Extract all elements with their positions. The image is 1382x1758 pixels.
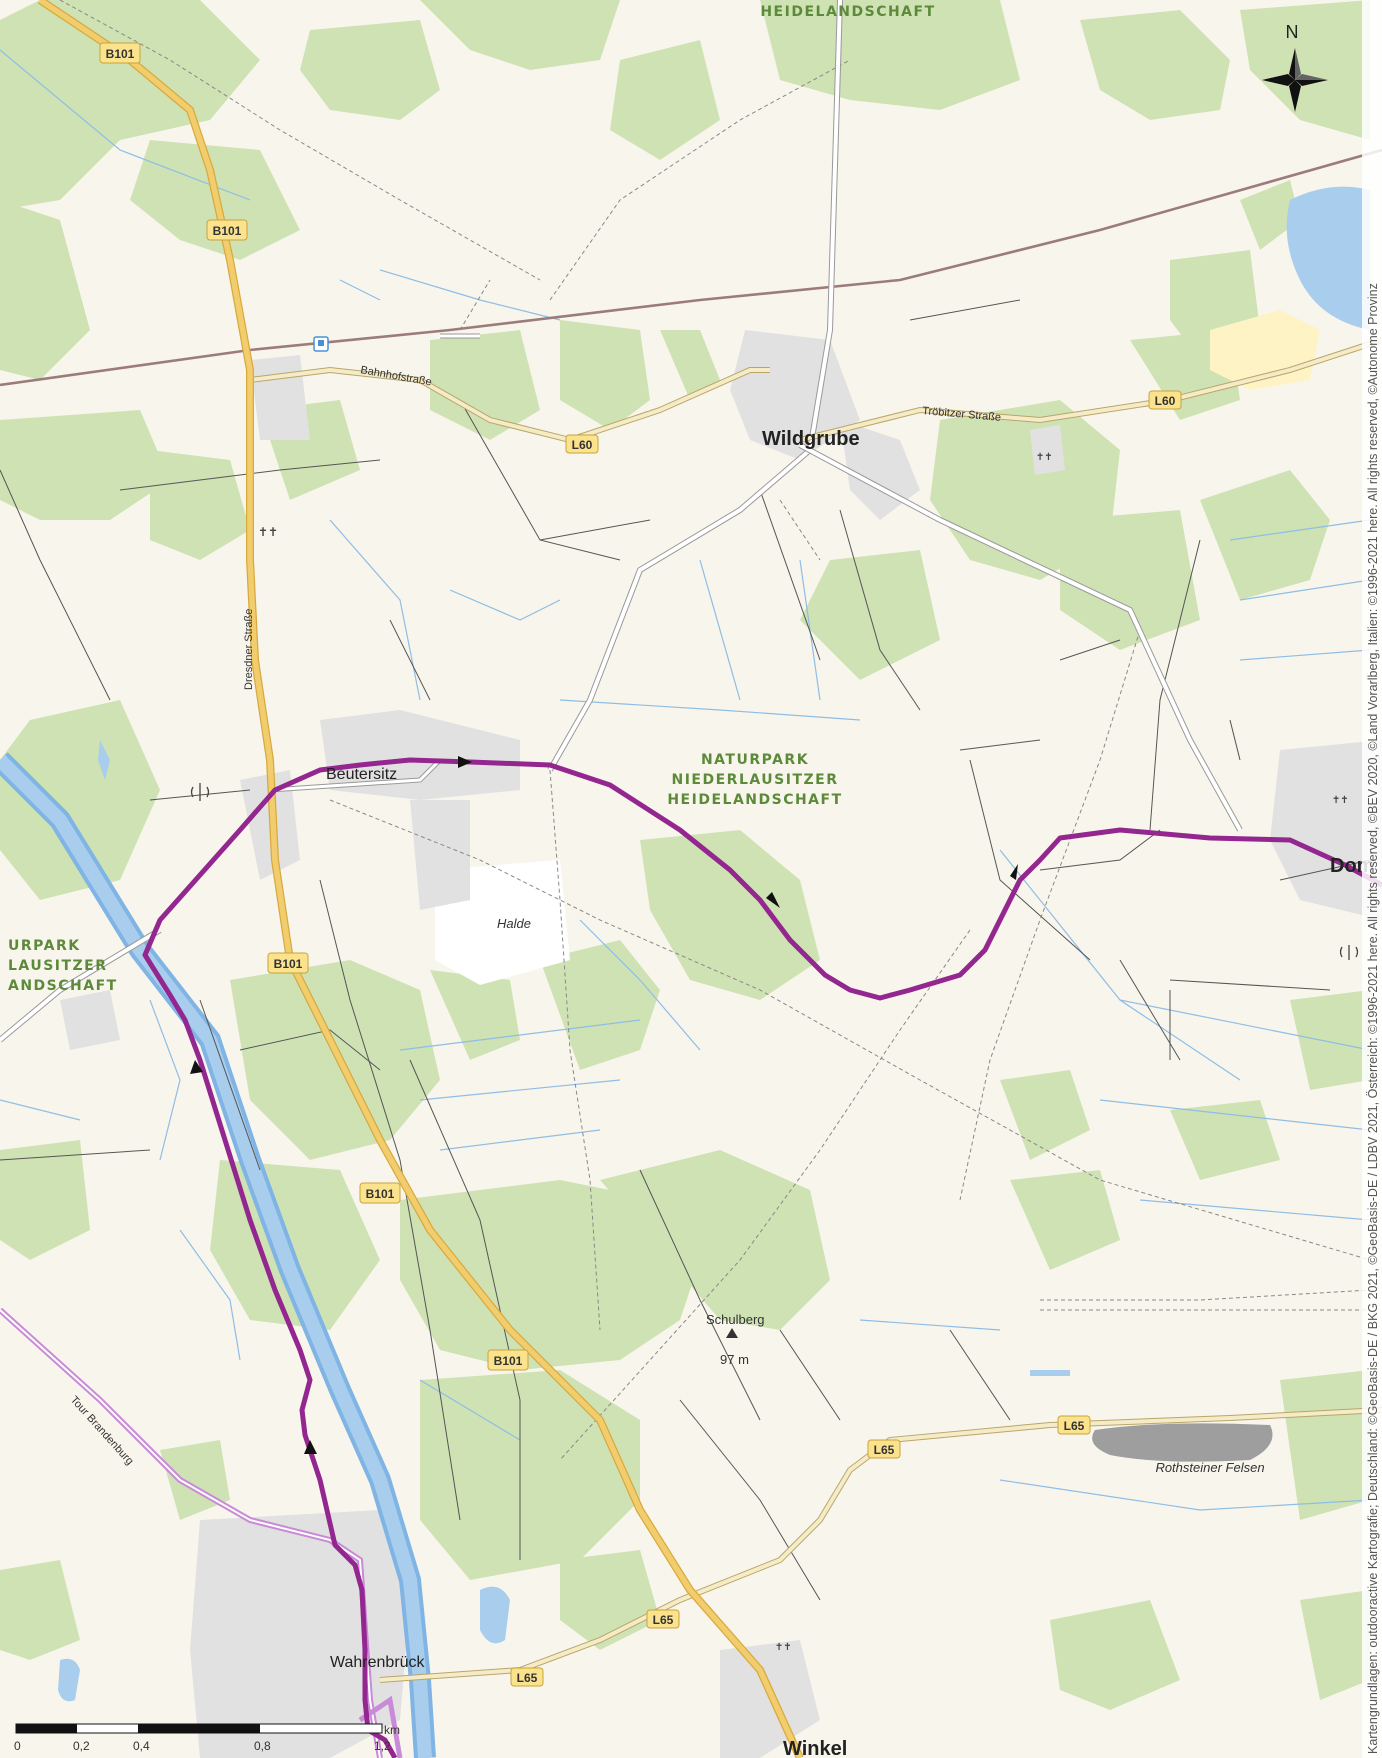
place-label-beutersitz[interactable]: Beutersitz [326,766,397,783]
road-shield-b101: B101 [487,1349,529,1371]
scale-label-2: 0,4 [133,1739,150,1753]
cemetery-icon: ✝✝ [775,1642,792,1653]
svg-text:B101: B101 [106,47,135,61]
compass-north-label: N [1286,22,1299,42]
route-arrow-icon [190,1060,203,1074]
svg-text:L65: L65 [653,1613,674,1627]
minor-roads [0,0,1243,1043]
antenna-icon [190,783,210,801]
street-label-dresdner: Dresdner Straße [243,609,255,690]
attribution-text: Kartengrundlagen: outdooractive Kartogra… [1366,283,1380,1754]
field-tracks [0,299,1371,1601]
scale-unit-label: km [384,1723,400,1737]
svg-text:L60: L60 [1155,394,1176,408]
tour-brandenburg-route [0,1307,403,1758]
scale-label-0: 0 [14,1739,21,1753]
rothsteiner-rock [1092,1423,1273,1462]
scale-label-3: 0,8 [254,1739,271,1753]
svg-text:L60: L60 [572,438,593,452]
road-shield-l65: L65 [1057,1415,1091,1435]
svg-text:B101: B101 [213,224,242,238]
svg-text:B101: B101 [274,957,303,971]
park-label-heidelandschaft: HEIDELANDSCHAFT [667,792,842,808]
road-shield-l65: L65 [646,1609,680,1629]
feature-label-rothsteiner: Rothsteiner Felsen [1155,1460,1264,1475]
road-shield-b101: B101 [267,952,309,974]
park-label-niederlausitzer: NIEDERLAUSITZER [672,772,839,788]
cemetery-icon: ✝✝ [258,525,278,539]
place-label-wahrenbrueck[interactable]: Wahrenbrück [330,1654,426,1671]
road-shield-b101: B101 [99,42,141,64]
road-shield-l65: L65 [867,1439,901,1459]
scale-label-1: 0,2 [73,1739,90,1753]
road-shield-l60: L60 [1148,390,1182,410]
svg-text:L65: L65 [517,1671,538,1685]
hiking-route [142,757,1382,1758]
river [0,752,436,1758]
settlements [60,330,1382,1758]
road-shield-l65: L65 [510,1667,544,1687]
park-label-left-3: ANDSCHAFT [8,978,118,994]
park-label-left-2: LAUSITZER [8,958,108,974]
place-label-winkel[interactable]: Winkel [783,1738,847,1758]
cemetery-icon: ✝✝ [1332,795,1349,806]
scale-bar: 0 0,2 0,4 0,8 1,2 km [14,1723,400,1753]
park-label-left-1: URPARK [8,938,81,954]
compass-rose-icon [1262,48,1328,112]
water-bodies [58,186,1370,1702]
cemetery-icon: ✝✝ [1036,452,1053,463]
route-direction-arrows [190,756,1018,1454]
dashed-paths [59,0,1371,1461]
road-shield-b101: B101 [359,1182,401,1204]
antenna-icon [1339,945,1359,960]
svg-text:B101: B101 [494,1354,523,1368]
park-label-naturpark: NATURPARK [701,752,809,768]
feature-label-schulberg: Schulberg [706,1312,765,1327]
scale-label-4: 1,2 [374,1739,391,1753]
station-icon [313,336,329,352]
route-arrow-icon [304,1440,317,1454]
major-road-b101 [37,0,804,1758]
route-arrow-icon [766,892,780,908]
compass: N [1262,22,1328,112]
svg-text:L65: L65 [1064,1419,1085,1433]
feature-label-halde: Halde [497,916,531,931]
ditches [0,49,1371,1511]
feature-label-schulberg-elevation: 97 m [720,1352,749,1367]
route-arrow-icon [458,756,472,768]
park-label-top: HEIDELANDSCHAFT [760,4,935,20]
attribution-strip [1362,0,1382,1758]
summit-icon [726,1328,738,1338]
route-arrow-icon [1010,864,1018,880]
place-label-wildgrube[interactable]: Wildgrube [762,428,860,450]
forest-areas [0,0,1370,1710]
road-shield-b101: B101 [206,219,248,241]
svg-text:B101: B101 [366,1187,395,1201]
road-shield-l60: L60 [565,434,599,454]
svg-text:L65: L65 [874,1443,895,1457]
secondary-roads [249,337,1382,1683]
